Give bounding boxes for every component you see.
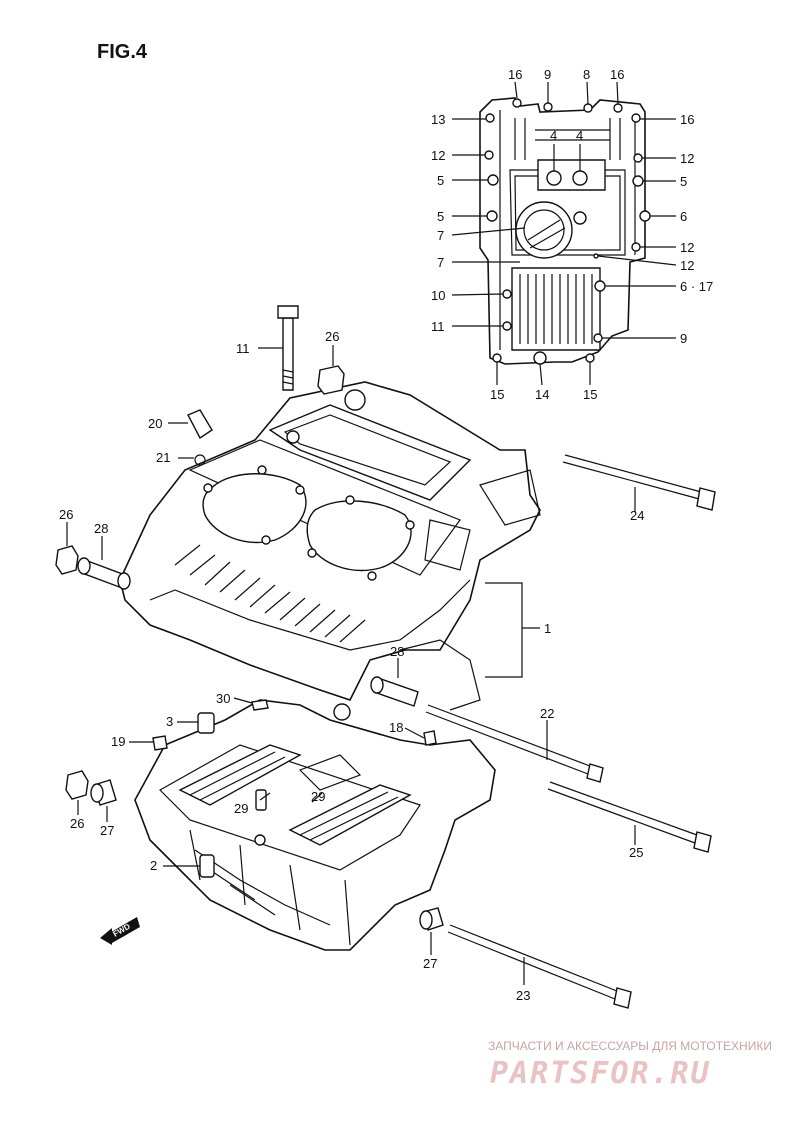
figure-title: FIG.4 (97, 41, 148, 63)
callout-25: 25 (629, 845, 643, 860)
callout-28-left: 28 (94, 521, 108, 536)
callout-26-left: 26 (59, 507, 73, 522)
callout-30: 30 (216, 691, 230, 706)
callout-20: 20 (148, 416, 162, 431)
main-leader-lines (66, 345, 636, 985)
loose-parts: FWD (55, 305, 716, 1009)
callout-1: 1 (544, 621, 551, 636)
callout-inset-14: 14 (535, 387, 549, 402)
callout-27-right: 27 (423, 956, 437, 971)
callout-inset-12-right-b: 12 (680, 240, 694, 255)
callout-19: 19 (111, 734, 125, 749)
callout-23: 23 (516, 988, 530, 1003)
callout-28-middle: 28 (390, 644, 404, 659)
callout-27-left: 27 (100, 823, 114, 838)
callout-inset-16b: 16 (610, 67, 624, 82)
watermark-logo: PARTSFOR.RU (490, 1056, 711, 1091)
callout-29-right: 29 (311, 789, 325, 804)
callout-26-top: 26 (325, 329, 339, 344)
callout-inset-15a: 15 (490, 387, 504, 402)
callout-inset-13: 13 (431, 112, 445, 127)
inset-callouts: 16 9 8 16 13 12 5 5 7 7 10 11 16 12 5 6 … (431, 67, 713, 402)
callout-inset-5-left-a: 5 (437, 173, 444, 188)
callout-26-lower: 26 (70, 816, 84, 831)
callout-2: 2 (150, 858, 157, 873)
callout-inset-16c: 16 (680, 112, 694, 127)
callout-inset-11: 11 (431, 319, 445, 334)
callout-inset-5-left-b: 5 (437, 209, 444, 224)
callout-inset-12-right-a: 12 (680, 151, 694, 166)
callout-inset-12-right-c: 12 (680, 258, 694, 273)
callout-inset-10: 10 (431, 288, 445, 303)
callout-inset-5-right: 5 (680, 174, 687, 189)
callout-18: 18 (389, 720, 403, 735)
upper-crankcase (119, 381, 541, 711)
main-callouts: 11 26 20 21 26 28 24 1 28 30 3 19 22 18 … (59, 329, 644, 1003)
callout-21: 21 (156, 450, 170, 465)
callout-inset-4b: 4 (576, 128, 583, 143)
callout-22: 22 (540, 706, 554, 721)
callout-11: 11 (236, 341, 250, 356)
watermark-caption: ЗАПЧАСТИ И АКСЕССУАРЫ ДЛЯ МОТОТЕХНИКИ (488, 1039, 772, 1053)
callout-inset-7b: 7 (437, 255, 444, 270)
callout-24: 24 (630, 508, 644, 523)
callout-inset-15b: 15 (583, 387, 597, 402)
callout-inset-4a: 4 (550, 128, 557, 143)
callout-29-left: 29 (234, 801, 248, 816)
watermark: ЗАПЧАСТИ И АКСЕССУАРЫ ДЛЯ МОТОТЕХНИКИ PA… (488, 1039, 772, 1091)
callout-inset-8: 8 (583, 67, 590, 82)
lower-crankcase (134, 699, 496, 951)
callout-inset-9b: 9 (680, 331, 687, 346)
callout-inset-9: 9 (544, 67, 551, 82)
callout-3: 3 (166, 714, 173, 729)
inset-oil-pan-view (451, 81, 677, 386)
callout-inset-7a: 7 (437, 228, 444, 243)
callout-inset-12-left: 12 (431, 148, 445, 163)
callout-inset-16a: 16 (508, 67, 522, 82)
callout-inset-6-17: 6 · 17 (680, 279, 713, 294)
callout-inset-6: 6 (680, 209, 687, 224)
